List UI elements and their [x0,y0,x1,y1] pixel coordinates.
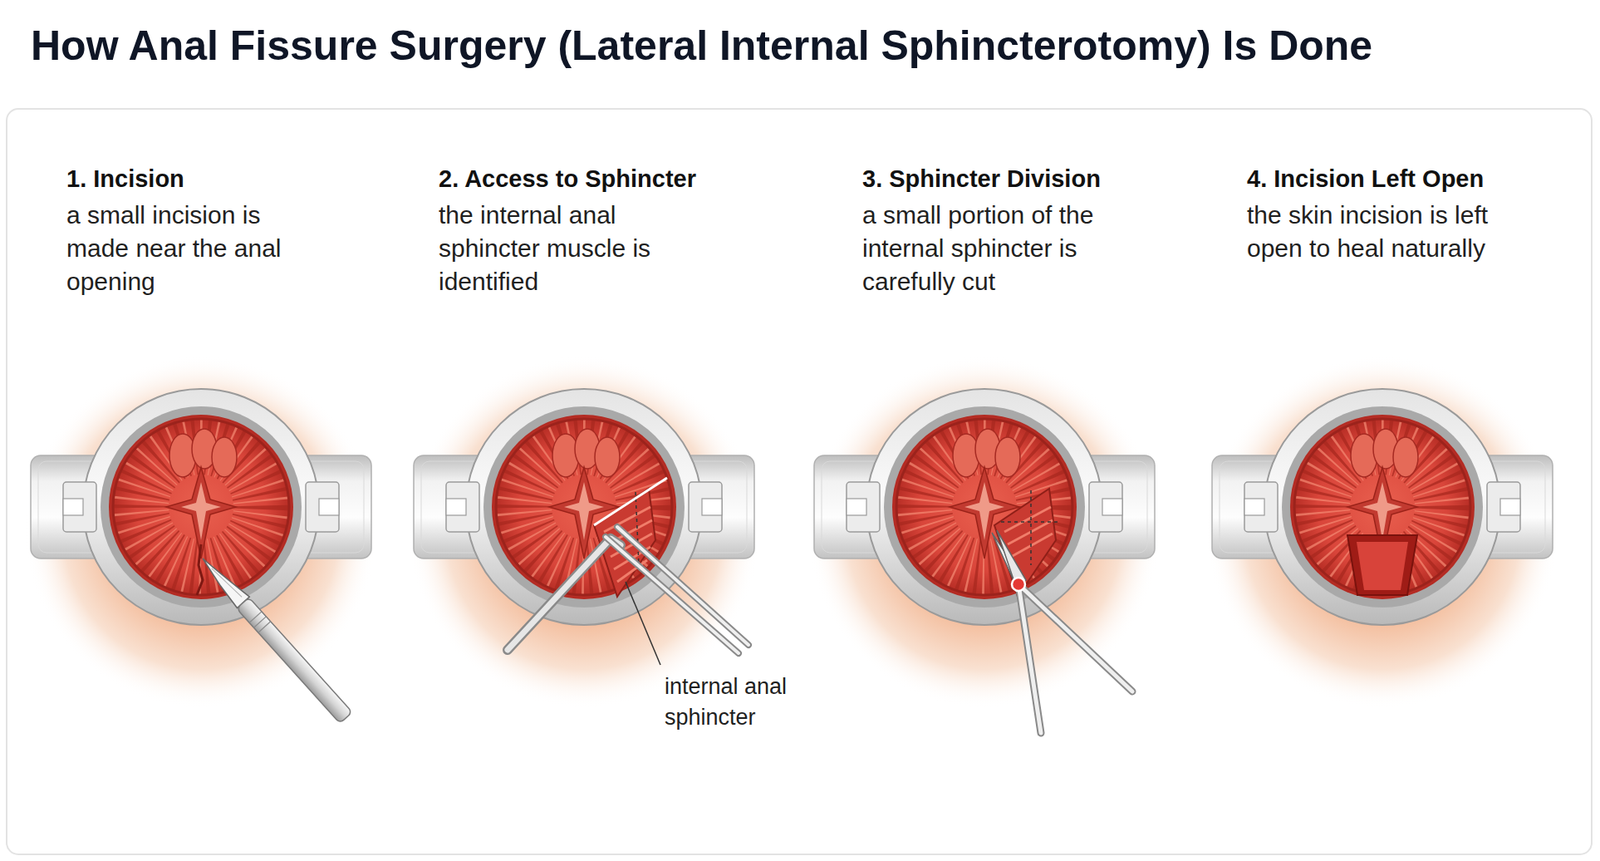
step-description: a small incision is made near the anal o… [66,198,308,299]
step-1-illustration [24,355,378,723]
step-3-illustration [808,355,1161,733]
anal-canal-retractor [808,355,1161,708]
incision-edge [593,477,668,526]
anal-canal-retractor [1206,355,1559,708]
diagram-title: How Anal Fissure Surgery (Lateral Intern… [30,21,1373,70]
step-description: the skin incision is left open to heal n… [1246,198,1522,266]
scalpel [196,552,354,724]
step-description: a small portion of the internal sphincte… [862,198,1097,299]
pivot-dot [1011,577,1026,591]
forceps [605,526,749,653]
cut-line [635,491,639,565]
step-heading: 1. Incision [66,163,185,194]
step-heading: 4. Incision Left Open [1246,163,1484,194]
step-heading: 2. Access to Sphincter [438,163,697,194]
wound-bed [1356,541,1409,590]
step-description: the internal anal sphincter muscle is id… [438,198,680,299]
step-4-illustration [1206,355,1559,708]
scissor-handles [1018,584,1133,733]
part-label: internal anal sphincter [664,671,810,733]
content-panel [6,108,1592,854]
retractor-hook [507,538,621,650]
leader-line [625,581,661,665]
step-2-illustration [407,355,761,708]
anal-canal-retractor [24,355,378,708]
step-heading: 3. Sphincter Division [862,163,1101,194]
exposed-sphincter [994,488,1056,597]
fissure [196,544,203,595]
anal-canal-retractor [407,355,761,708]
open-wound [1347,534,1418,595]
